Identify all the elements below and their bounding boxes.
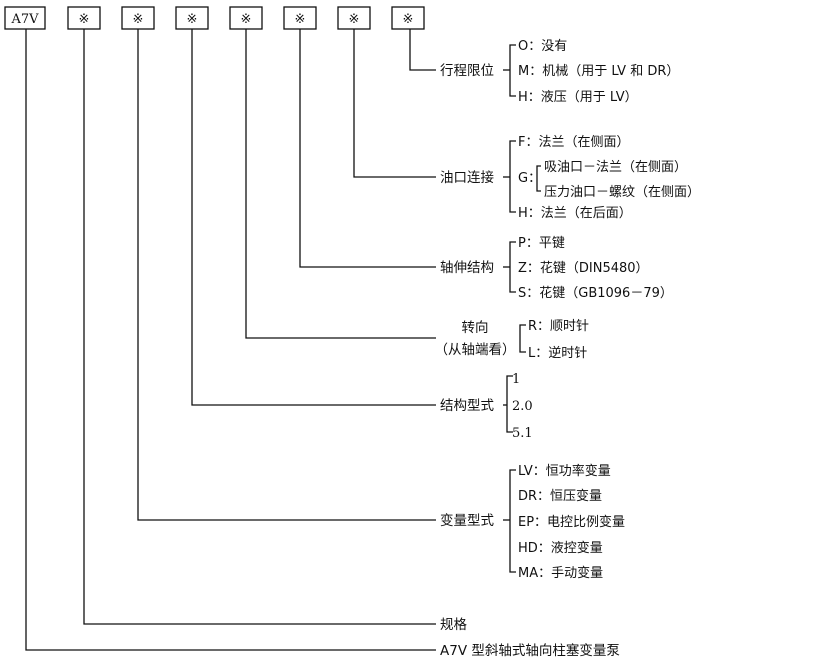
bracket-variable-type [509, 469, 516, 573]
option-oil-port-g-sub: 吸油口－法兰（在侧面） [544, 160, 687, 175]
option-structure-type: 5.1 [512, 426, 533, 441]
leader-shaft-end [299, 29, 436, 268]
category-shaft-end: 轴伸结构 [440, 260, 494, 276]
option-oil-port: F：法兰（在侧面） [518, 135, 629, 150]
option-shaft-end: P：平键 [518, 236, 565, 251]
option-structure-type: 2.0 [512, 399, 533, 414]
placeholder-symbol: ※ [133, 12, 144, 27]
option-stroke-limit: M：机械（用于 LV 和 DR） [518, 64, 679, 79]
option-oil-port-g-sub: 压力油口－螺纹（在侧面） [544, 185, 700, 200]
option-structure-type: 1 [512, 372, 520, 387]
placeholder-box-stroke [391, 6, 425, 30]
placeholder-symbol: ※ [349, 12, 360, 27]
option-variable-type: LV：恒功率变量 [518, 463, 611, 479]
option-variable-type: EP：电控比例变量 [518, 514, 625, 530]
bracket-structure-type [506, 375, 513, 433]
model-code-text: A7V [10, 12, 39, 27]
category-pump: A7V 型斜轴式轴向柱塞变量泵 [440, 642, 620, 659]
bracket-shaft-end [509, 241, 516, 293]
category-size: 规格 [440, 617, 467, 633]
option-oil-port: H：法兰（在后面） [518, 206, 632, 221]
category-variable-type: 变量型式 [440, 513, 494, 529]
category-rotation-sublabel: （从轴端看） [435, 342, 516, 358]
bracket-oil-port-g [536, 165, 541, 192]
placeholder-symbol: ※ [187, 12, 198, 27]
placeholder-symbol: ※ [295, 12, 306, 27]
leader-structure-type [191, 29, 436, 406]
option-variable-type: DR：恒压变量 [518, 488, 602, 504]
category-structure-type: 结构型式 [440, 398, 494, 414]
option-rotation: L：逆时针 [528, 345, 587, 361]
bracket-oil-port [509, 140, 516, 213]
leader-variable-type [137, 29, 436, 521]
category-rotation: 转向 [462, 320, 489, 336]
model-code-box [4, 6, 46, 30]
option-stroke-limit: H：液压（用于 LV） [518, 90, 638, 105]
option-variable-type: MA：手动变量 [518, 565, 603, 581]
placeholder-symbol: ※ [79, 12, 90, 27]
bracket-stroke-limit [509, 44, 516, 97]
placeholder-symbol: ※ [403, 12, 414, 27]
leader-rotation [245, 29, 436, 339]
option-shaft-end: Z：花键（DIN5480） [518, 260, 649, 276]
placeholder-symbol: ※ [241, 12, 252, 27]
leader-oil-port [353, 29, 436, 178]
category-stroke-limit: 行程限位 [440, 63, 494, 79]
bracket-rotation [519, 324, 526, 353]
option-shaft-end: S：花键（GB1096－79） [518, 285, 673, 301]
option-rotation: R：顺时针 [528, 319, 589, 334]
leader-stroke-limit [409, 29, 436, 71]
category-oil-port: 油口连接 [440, 169, 494, 186]
option-stroke-limit: O：没有 [518, 39, 567, 54]
leader-size [83, 29, 436, 625]
option-variable-type: HD：液控变量 [518, 540, 603, 556]
leader-pump [25, 29, 436, 651]
option-oil-port-g: G： [518, 171, 541, 186]
